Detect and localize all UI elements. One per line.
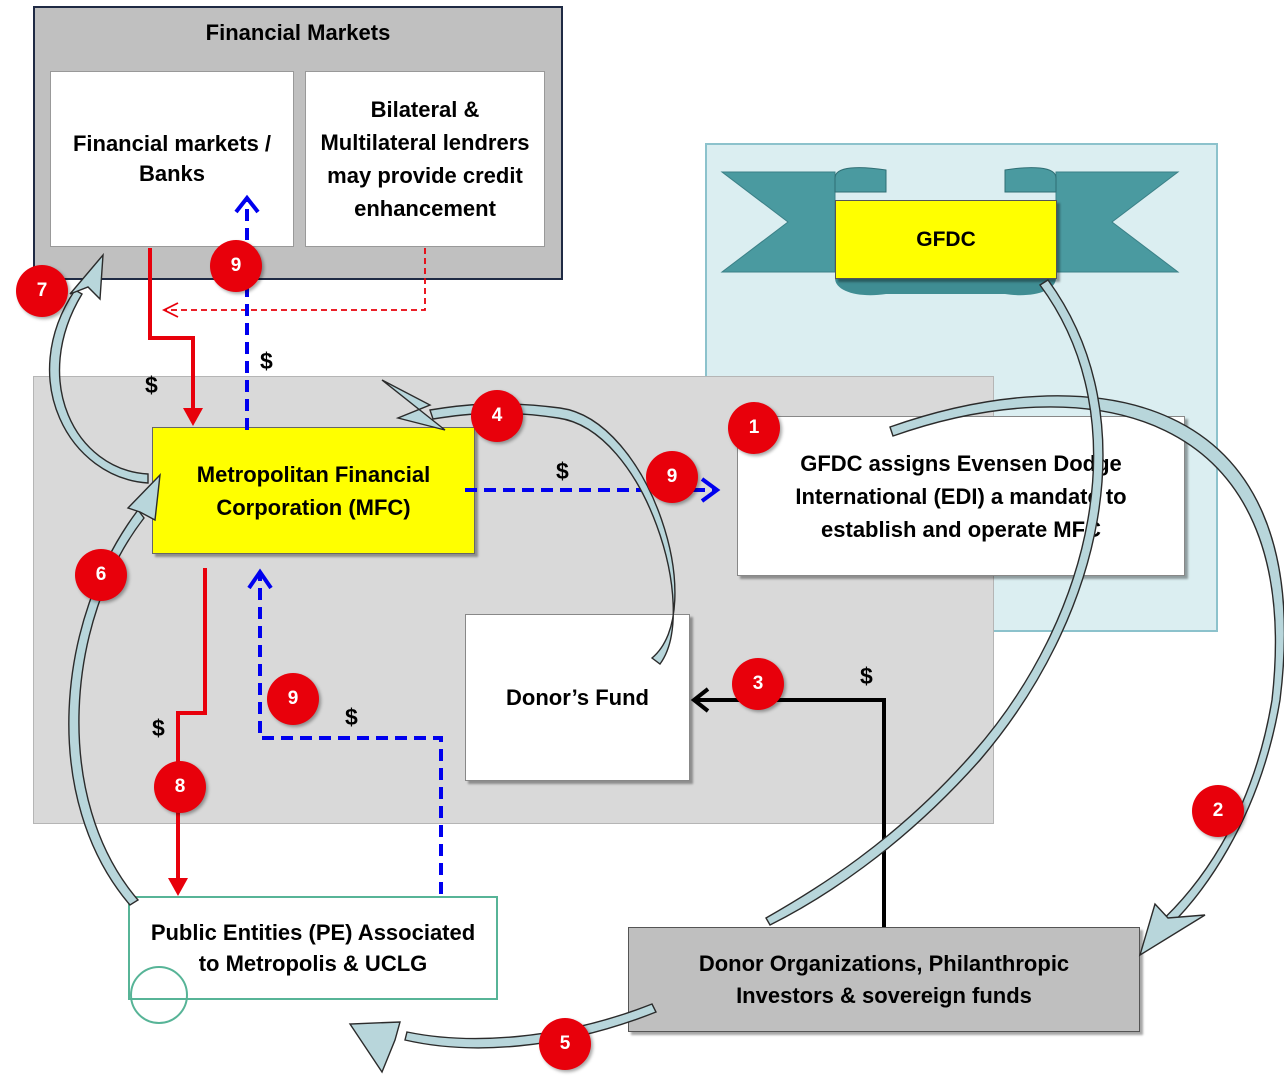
gfdc-box: GFDC: [835, 200, 1057, 279]
circle-marker: [130, 966, 188, 1024]
step-badge-9-bottom: 9: [267, 673, 319, 725]
dollar-donors-fund: $: [860, 663, 873, 689]
mfc-box: Metropolitan Financial Corporation (MFC): [152, 427, 475, 554]
step-badge-9-top: 9: [210, 240, 262, 292]
step-badge-1: 1: [728, 402, 780, 454]
financial-markets-title: Financial Markets: [205, 20, 391, 45]
edi-mandate-box: GFDC assigns Evensen Dodge International…: [737, 416, 1185, 576]
banks-box: Financial markets / Banks: [50, 71, 294, 247]
step-badge-7: 7: [16, 265, 68, 317]
step-badge-3: 3: [732, 658, 784, 710]
dollar-mfc-pe: $: [152, 715, 165, 741]
dollar-mfc-banks: $: [260, 348, 273, 374]
step-badge-8: 8: [154, 761, 206, 813]
dollar-pe-mfc: $: [345, 704, 358, 730]
step-badge-9-right: 9: [646, 451, 698, 503]
lenders-box: Bilateral & Multilateral lendrers may pr…: [305, 71, 545, 247]
step-badge-2: 2: [1192, 785, 1244, 837]
curve-arrow-5: [404, 1003, 657, 1049]
step-badge-6: 6: [75, 549, 127, 601]
step-badge-5: 5: [539, 1018, 591, 1070]
donor-organizations-box: Donor Organizations, Philanthropic Inves…: [628, 927, 1140, 1032]
public-entities-box: Public Entities (PE) Associated to Metro…: [128, 896, 498, 1000]
donors-fund-box: Donor’s Fund: [465, 614, 690, 781]
dollar-mfc-edi: $: [556, 458, 569, 484]
step-badge-4: 4: [471, 390, 523, 442]
dollar-banks-mfc: $: [145, 372, 158, 398]
